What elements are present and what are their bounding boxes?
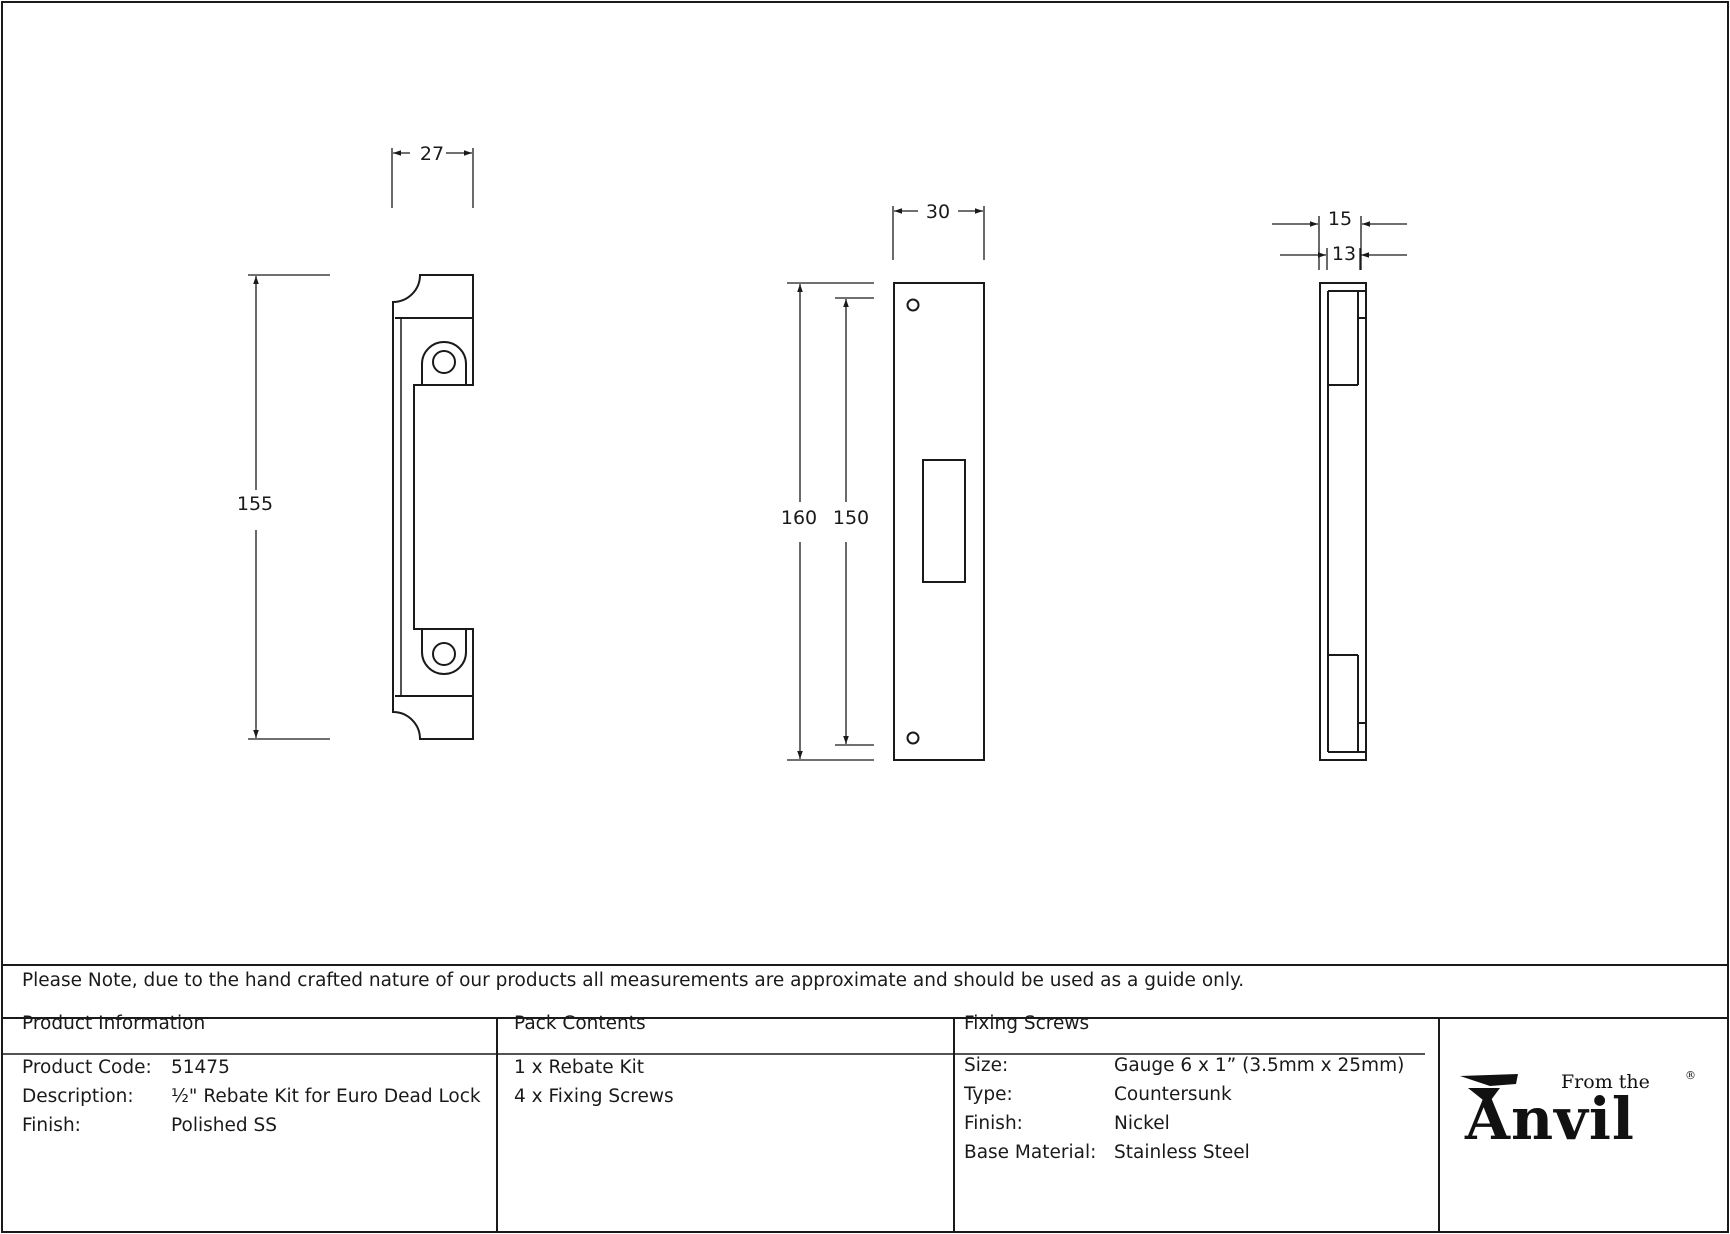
logo-big-text: Anvil bbox=[1465, 1085, 1635, 1153]
dim-plate-height-outer: 160 bbox=[781, 507, 817, 529]
logo-small-text: From the bbox=[1561, 1071, 1650, 1093]
description-value: ½" Rebate Kit for Euro Dead Lock bbox=[171, 1086, 481, 1107]
screw-material-value: Stainless Steel bbox=[1114, 1142, 1250, 1163]
screw-size-value: Gauge 6 x 1” (3.5mm x 25mm) bbox=[1114, 1055, 1405, 1076]
screw-finish-value: Nickel bbox=[1114, 1113, 1170, 1134]
plate-view-drawing bbox=[893, 282, 985, 761]
screw-type-label: Type: bbox=[964, 1084, 1013, 1105]
brand-logo: From the ® Anvil bbox=[1455, 1065, 1696, 1175]
screw-type-value: Countersunk bbox=[1114, 1084, 1232, 1105]
dim-front-height: 155 bbox=[237, 493, 273, 515]
finish-value: Polished SS bbox=[171, 1115, 277, 1136]
pack-item: 1 x Rebate Kit bbox=[514, 1057, 645, 1078]
product-info-heading: Product Information bbox=[22, 1013, 206, 1034]
finish-label: Finish: bbox=[22, 1115, 81, 1136]
screw-finish-label: Finish: bbox=[964, 1113, 1023, 1134]
screw-size-label: Size: bbox=[964, 1055, 1009, 1076]
dim-plate-width: 30 bbox=[926, 201, 950, 223]
fixing-screws-heading: Fixing Screws bbox=[964, 1013, 1090, 1034]
measurement-note: Please Note, due to the hand crafted nat… bbox=[22, 970, 1245, 991]
product-code-value: 51475 bbox=[171, 1057, 230, 1078]
dim-front-width: 27 bbox=[420, 143, 444, 165]
dim-side-inner: 13 bbox=[1332, 243, 1356, 265]
pack-contents-heading: Pack Contents bbox=[514, 1013, 646, 1034]
front-view-dimensions bbox=[248, 148, 474, 740]
side-view-drawing bbox=[1319, 282, 1367, 761]
plate-view-dimensions bbox=[787, 206, 985, 761]
screw-material-label: Base Material: bbox=[964, 1142, 1097, 1163]
product-code-label: Product Code: bbox=[22, 1057, 152, 1078]
description-label: Description: bbox=[22, 1086, 134, 1107]
dim-plate-height-inner: 150 bbox=[833, 507, 869, 529]
logo-mark: ® bbox=[1685, 1069, 1696, 1082]
pack-item: 4 x Fixing Screws bbox=[514, 1086, 674, 1107]
side-view-dimensions bbox=[1272, 216, 1407, 270]
front-view-drawing bbox=[392, 274, 474, 740]
dim-side-outer: 15 bbox=[1328, 208, 1352, 230]
anvil-logo-icon bbox=[1460, 1074, 1518, 1104]
